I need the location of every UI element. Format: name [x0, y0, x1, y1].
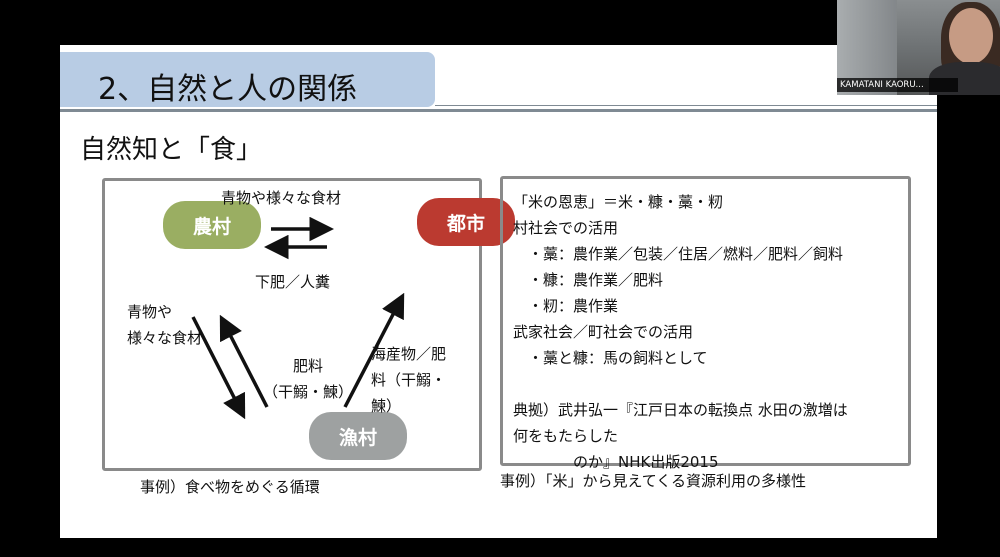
label-center-1: 肥料	[293, 353, 323, 379]
text-line: 典拠）武井弘一『江戸日本の転換点 水田の激増は	[513, 397, 848, 423]
label-left-flow-1: 青物や	[127, 299, 172, 325]
text-line: 何をもたらした	[513, 423, 848, 449]
section-heading: 自然知と「食」	[80, 129, 262, 166]
label-center-2: （干鰯・鰊）	[263, 379, 353, 405]
text-line: 「米の恩恵」＝米・糠・藁・籾	[513, 189, 848, 215]
text-line: ・藁と糠：馬の飼料として	[513, 345, 848, 371]
presentation-slide: 2、自然と人の関係 自然知と「食」 農村 都市 漁村 青物や様々な食材	[60, 45, 937, 538]
text-line: 村社会での活用	[513, 215, 848, 241]
diagram-caption: 事例）食べ物をめぐる循環	[140, 476, 320, 497]
label-left-flow-2: 様々な食材	[127, 325, 202, 351]
rice-benefits-panel: 「米の恩恵」＝米・糠・藁・籾 村社会での活用 ・藁：農作業／包装／住居／燃料／肥…	[500, 176, 911, 466]
arrow-gyoson-to-noson	[223, 321, 267, 407]
label-right-2: 料（干鰯・	[371, 367, 446, 393]
label-top-flow: 青物や様々な食材	[221, 185, 341, 211]
title-divider	[60, 109, 937, 112]
slide-title: 2、自然と人の関係	[98, 64, 357, 108]
text-line: 武家社会／町社会での活用	[513, 319, 848, 345]
participant-face	[949, 8, 993, 64]
participant-name-label: KAMATANI KAORU...	[837, 78, 958, 92]
title-band: 2、自然と人の関係	[60, 52, 435, 107]
title-divider-thin	[435, 105, 937, 106]
label-bottom-flow: 下肥／人糞	[255, 269, 330, 295]
label-right-1: 海産物／肥	[371, 341, 446, 367]
rice-caption: 事例）「米」から見えてくる資源利用の多様性	[500, 470, 806, 491]
text-line	[513, 371, 848, 397]
rice-benefits-text: 「米の恩恵」＝米・糠・藁・籾 村社会での活用 ・藁：農作業／包装／住居／燃料／肥…	[513, 189, 848, 475]
food-cycle-diagram: 農村 都市 漁村 青物や様々な食材 下肥／人糞 青物や 様々な食材 肥料 （干鰯…	[102, 178, 482, 471]
text-line: ・藁：農作業／包装／住居／燃料／肥料／飼料	[513, 241, 848, 267]
label-right-3: 鰊）	[371, 393, 401, 419]
text-line: ・籾：農作業	[513, 293, 848, 319]
text-line: ・糠：農作業／肥料	[513, 267, 848, 293]
